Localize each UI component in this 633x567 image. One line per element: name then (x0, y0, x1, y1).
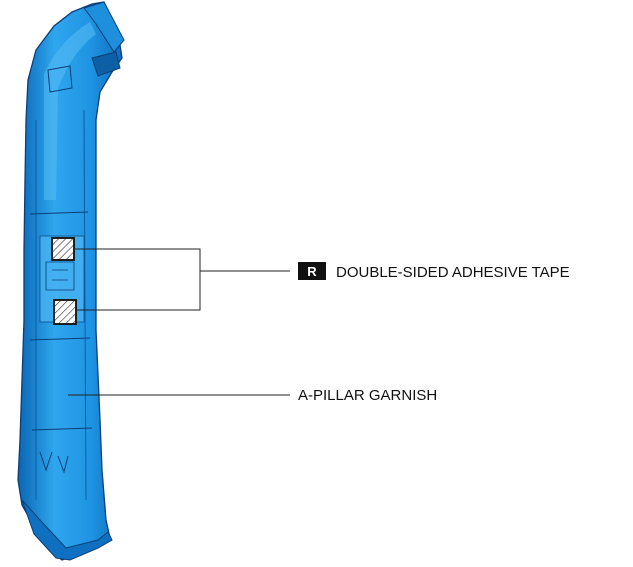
tape-callout: R DOUBLE-SIDED ADHESIVE TAPE (298, 262, 570, 281)
top-bracket (91, 51, 121, 77)
seam-1 (29, 211, 89, 215)
upper-highlight (44, 22, 96, 200)
top-clip (83, 1, 125, 53)
bottom-flange (21, 499, 113, 561)
tape-leader-lines (74, 248, 290, 311)
replace-badge-letter: R (307, 264, 317, 279)
upper-recess (47, 65, 73, 93)
clip-detail (45, 261, 75, 291)
lower-clip (39, 451, 69, 474)
seam-3 (31, 427, 93, 431)
adhesive-tape-lower (53, 299, 77, 325)
replace-badge (298, 262, 326, 280)
garnish-label: A-PILLAR GARNISH (298, 387, 437, 404)
tape-label: DOUBLE-SIDED ADHESIVE TAPE (336, 264, 570, 281)
a-pillar-garnish-part (17, 1, 125, 561)
adhesive-tape-upper (51, 237, 75, 261)
seam-2 (29, 337, 91, 341)
rib-line-right (83, 109, 87, 501)
